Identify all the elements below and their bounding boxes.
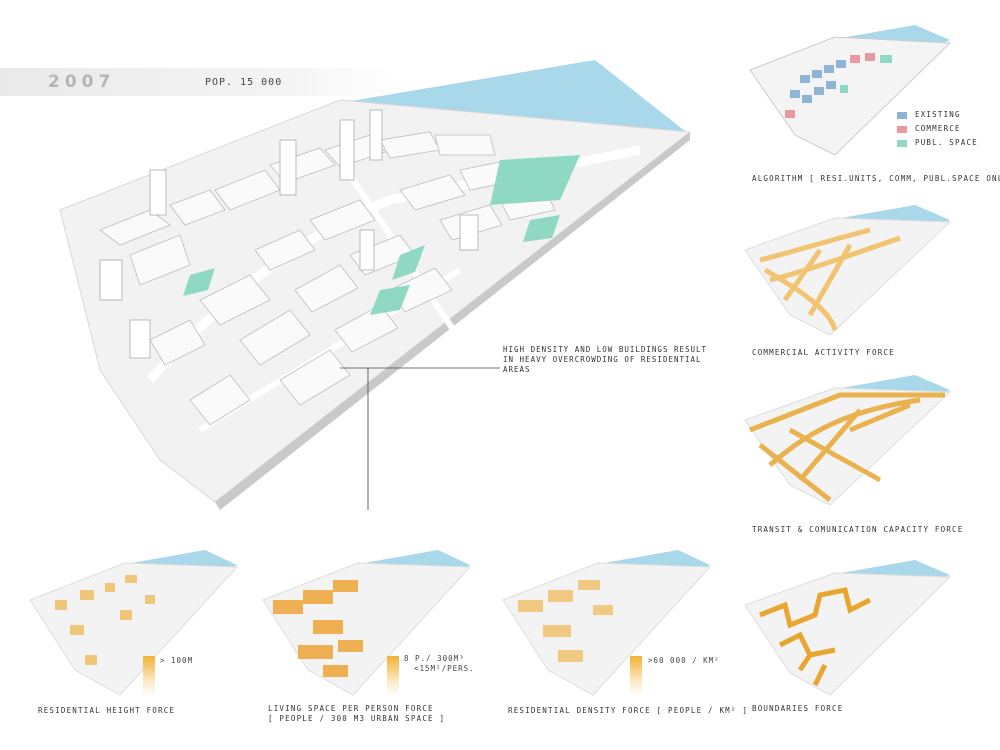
living-scale-label-2: <15M²/PERS. [414, 664, 475, 673]
public-space [392, 245, 425, 280]
height-scale-gradient [143, 656, 155, 696]
density-force-map [502, 550, 712, 696]
legend-item-commerce: COMMERCE [897, 124, 978, 133]
density-scale-label: >60 000 / KM² [648, 656, 720, 665]
commercial-force-map [744, 205, 952, 336]
living-space-force-map [262, 550, 472, 696]
caption-commercial: COMMERCIAL ACTIVITY FORCE [752, 348, 895, 357]
main-city-model [59, 60, 692, 510]
year-band [0, 68, 400, 96]
population-label: POP. 15 000 [205, 77, 283, 88]
caption-density: RESIDENTIAL DENSITY FORCE [ PEOPLE / KM²… [508, 706, 749, 715]
caption-height: RESIDENTIAL HEIGHT FORCE [38, 706, 176, 715]
caption-algorithm: ALGORITHM [ RESI.UNITS, COMM, PUBL.SPACE… [752, 174, 1000, 183]
height-scale-label: > 100M [160, 656, 194, 665]
public-space [523, 215, 560, 242]
public-space [370, 285, 410, 315]
legend: EXISTING COMMERCE PUBL. SPACE [897, 110, 978, 147]
caption-living-2: [ PEOPLE / 300 M3 URBAN SPACE ] [268, 714, 446, 723]
algorithm-map [749, 25, 952, 155]
living-scale-gradient [387, 656, 399, 696]
legend-item-existing: EXISTING [897, 110, 978, 119]
year-label: 2007 [48, 72, 116, 92]
height-force-map [29, 550, 239, 696]
transit-force-map [744, 375, 952, 506]
public-space [490, 155, 580, 205]
boundaries-force-map [744, 560, 952, 696]
public-space [183, 268, 215, 296]
density-scale-gradient [630, 656, 642, 696]
caption-boundaries: BOUNDARIES FORCE [752, 704, 844, 713]
caption-living-1: LIVING SPACE PER PERSON FORCE [268, 704, 434, 713]
living-scale-label-1: 8 P./ 300M³ [404, 654, 465, 663]
legend-item-public-space: PUBL. SPACE [897, 138, 978, 147]
annotation-text: High density and low buildings result in… [503, 345, 708, 374]
caption-transit: TRANSIT & COMUNICATION CAPACITY FORCE [752, 525, 964, 534]
